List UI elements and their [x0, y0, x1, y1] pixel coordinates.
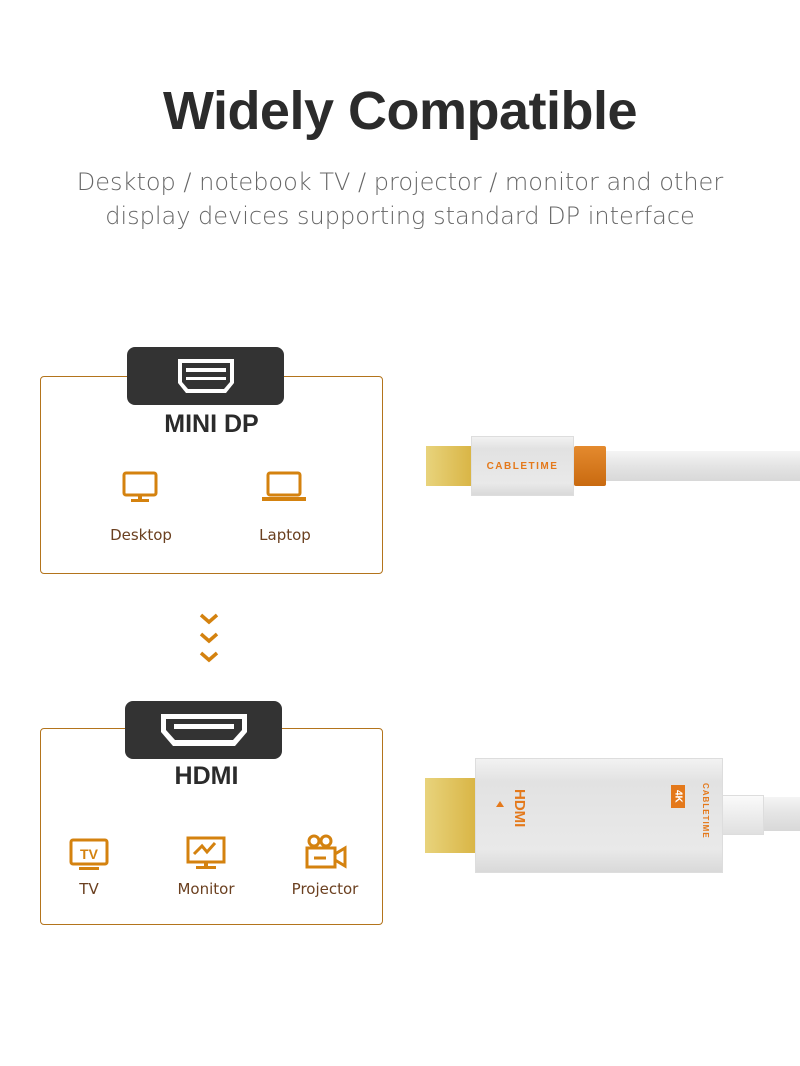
- subtitle-line-2: display devices supporting standard DP i…: [105, 202, 695, 230]
- mini-dp-heading: MINI DP: [164, 410, 259, 438]
- hdmi-port-badge: [125, 701, 282, 759]
- desktop-label: Desktop: [110, 526, 172, 544]
- hdmi-heading: HDMI: [174, 762, 239, 790]
- hdmi-strain-relief: [722, 795, 764, 835]
- brand-label-vertical: CABLETIME: [701, 783, 710, 839]
- hdmi-logo: HDMI: [511, 789, 528, 828]
- hdmi-cable: [760, 797, 800, 831]
- 4k-badge: 4K: [671, 785, 685, 808]
- laptop-icon: [262, 471, 306, 501]
- projector-icon: [305, 834, 347, 869]
- hdmi-port-icon: [160, 714, 247, 746]
- projector-label: Projector: [291, 880, 359, 898]
- laptop-label: Laptop: [259, 526, 311, 544]
- triangle-icon: [496, 801, 504, 807]
- page-title: Widely Compatible: [162, 81, 638, 141]
- svg-text:TV: TV: [80, 846, 99, 862]
- hdmi-plug: [425, 778, 476, 853]
- monitor-icon: [186, 836, 226, 869]
- monitor-label: Monitor: [177, 880, 235, 898]
- subtitle-line-1: Desktop / notebook TV / projector / moni…: [76, 168, 724, 196]
- hdmi-panel: [40, 728, 383, 925]
- hdmi-connector-housing: HDMI 4K CABLETIME: [475, 758, 723, 873]
- mini-dp-cable: [605, 451, 800, 481]
- mini-dp-panel: [40, 376, 383, 574]
- mini-dp-strain-relief: [574, 446, 606, 486]
- chevrons-down-icon: [199, 613, 219, 663]
- brand-label: CABLETIME: [486, 460, 559, 472]
- mini-dp-connector-housing: CABLETIME: [471, 436, 574, 496]
- desktop-icon: [122, 471, 158, 502]
- mini-dp-port-badge: [127, 347, 284, 405]
- mini-dp-port-icon: [177, 359, 234, 393]
- tv-icon: TV: [69, 838, 109, 870]
- tv-label: TV: [79, 880, 99, 898]
- mini-dp-plug: [426, 446, 472, 486]
